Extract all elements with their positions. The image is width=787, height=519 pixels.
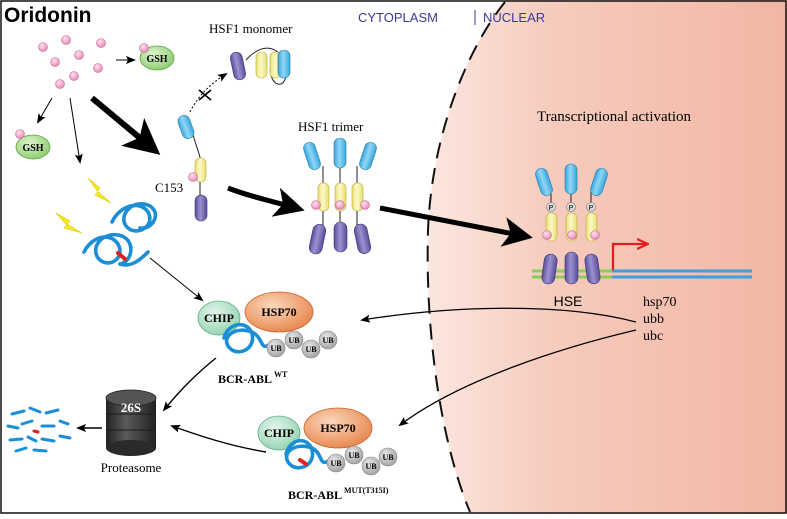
oridonin-molecules [38,35,106,89]
arrow-to-hsf1-trimer [227,185,305,217]
arrow-protein-to-complex [149,257,204,302]
gsh-complex-left: GSH [15,129,51,160]
lightning-bolt-icon [55,212,83,234]
transcription-start-arrow [611,244,646,270]
blocked-dissociation-arrow [189,72,228,113]
ub-label: UB [288,336,300,345]
gsh-complex-right: GSH [139,43,175,71]
proteasome-label: Proteasome [101,460,162,475]
chip-label-wt: CHIP [204,311,234,325]
bcr-abl-mut-ubiquitination-complex: CHIP HSP70 UB UB UB UB [257,407,398,476]
ub-label: UB [305,345,317,354]
gsh-label-left: GSH [22,143,43,154]
hse-label: HSE [554,293,583,309]
ub-label: UB [270,344,282,353]
nuclear-membrane [426,1,506,513]
arrow-genes-to-mut-complex [398,329,637,427]
phospho-label: P [569,205,574,212]
ub-label: UB [365,462,377,471]
c153-label: C153 [155,180,183,195]
ub-label: UB [348,451,360,460]
lightning-bolt-icon [87,177,112,204]
cytoplasm-label: CYTOPLASM [358,10,438,25]
phospho-label: P [549,205,554,212]
gsh-label-right: GSH [146,54,167,65]
gene-ubb: ubb [643,312,664,327]
chip-label-mut: CHIP [264,426,294,440]
gene-hsp70: hsp70 [643,295,676,310]
hsf1-trimer-nuclear: P P P [535,163,608,285]
ub-label: UB [322,336,334,345]
degraded-peptide-fragments [6,406,72,453]
hsf1-monomer [230,47,291,85]
arrow-to-bcr-abl [69,97,83,164]
arrow-to-gsh-left [36,97,53,124]
arrow-oridonin-to-hsf1 [90,95,161,155]
arrow-genes-to-wt-complex [360,307,637,323]
ub-label: UB [330,459,342,468]
transcriptional-activation-label: Transcriptional activation [537,109,691,125]
hsf1-c153-monomer [177,115,208,222]
hsf1-monomer-label: HSF1 monomer [209,21,293,36]
nuclear-label: NUCLEAR [483,10,545,25]
hsf1-trimer [303,137,377,255]
proteasome-26s: 26S [105,389,157,456]
bcr-abl-protein-wt [110,202,158,233]
bcr-abl-protein-mutant [82,232,150,267]
block-cross-icon [198,89,212,101]
phospho-label: P [589,205,594,212]
nucleus-region [427,0,787,514]
proteasome-26s-label: 26S [121,400,141,415]
hsf1-trimer-label: HSF1 trimer [298,119,364,134]
oridonin-title: Oridonin [4,4,92,27]
gene-ubc: ubc [643,329,663,344]
arrow-mut-to-proteasome [170,424,267,453]
ub-label: UB [382,453,394,462]
bcr-abl-wt-ubiquitination-complex: CHIP HSP70 UB UB UB UB [197,291,338,359]
hsp70-label-mut: HSP70 [320,421,355,435]
hsp70-label-wt: HSP70 [261,305,296,319]
arrow-trimer-to-nucleus [379,205,533,247]
arrow-wt-to-proteasome [162,357,217,412]
